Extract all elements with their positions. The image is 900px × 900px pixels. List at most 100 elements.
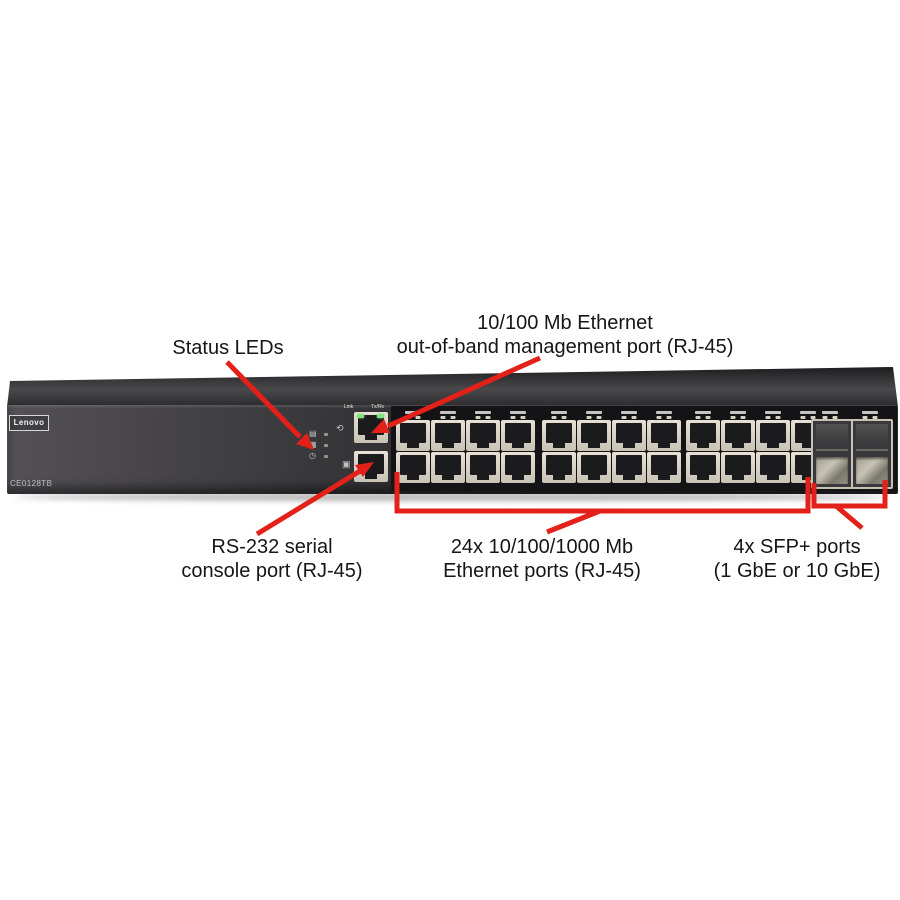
- rj45-port: [612, 420, 646, 451]
- port-led: [631, 416, 637, 419]
- rj45-port-column: [756, 410, 790, 484]
- port-led: [832, 416, 838, 419]
- port-led: [586, 416, 592, 419]
- port-number-text: [656, 411, 672, 414]
- sfp-cage-1: [811, 419, 853, 489]
- rj45-port: [647, 420, 681, 451]
- rj45-port: [431, 420, 465, 451]
- port-led: [485, 416, 491, 419]
- port-led: [695, 416, 701, 419]
- port-led: [561, 416, 567, 419]
- port-number-label: [612, 410, 646, 420]
- rj45-port: [501, 452, 535, 483]
- port-number-label: [862, 411, 878, 414]
- port-number-label: [756, 410, 790, 420]
- ethernet24-bracket-pointer: [546, 508, 601, 535]
- model-number-label: CE0128TB: [10, 479, 53, 488]
- rj45-port: [466, 452, 500, 483]
- sfp-port-label: [815, 410, 845, 420]
- sfp-port: [816, 457, 848, 484]
- rj45-port: [756, 420, 790, 451]
- port-led: [730, 416, 736, 419]
- port-led: [740, 416, 746, 419]
- rj45-port-column: [686, 410, 720, 484]
- port-led: [415, 416, 421, 419]
- rj45-port-column: [721, 410, 755, 484]
- mgmt-link-led: [357, 414, 364, 418]
- console-serial-port: [354, 451, 388, 482]
- rj45-port-group-3: [686, 410, 825, 484]
- rj45-port-column: [466, 410, 500, 484]
- sfp-bracket-pointer: [834, 504, 864, 530]
- port-number-text: [510, 411, 526, 414]
- port-number-label: [822, 411, 838, 414]
- rj45-port: [686, 452, 720, 483]
- port-number-label: [542, 410, 576, 420]
- rj45-port: [577, 420, 611, 451]
- drop-shadow: [16, 493, 888, 501]
- port-led: [475, 416, 481, 419]
- rj45-port-column: [577, 410, 611, 484]
- rj45-port: [396, 452, 430, 483]
- mgmt-link-led-label: Link: [344, 404, 354, 410]
- rj45-port: [647, 452, 681, 483]
- port-led: [862, 416, 868, 419]
- status-leds-label: Status LEDs: [103, 336, 353, 360]
- port-number-text: [695, 411, 711, 414]
- rj45-port: [577, 452, 611, 483]
- label-line: out-of-band management port (RJ-45): [396, 336, 734, 358]
- port-number-text: [765, 411, 781, 414]
- rj45-port: [721, 420, 755, 451]
- port-led: [822, 416, 828, 419]
- rj45-port: [686, 420, 720, 451]
- switch-chassis-top: [7, 367, 898, 407]
- rj45-port: [612, 452, 646, 483]
- label-line: Ethernet ports (RJ-45): [443, 560, 641, 582]
- port-led: [440, 416, 446, 419]
- rj45-port: [542, 420, 576, 451]
- label-line: 4x SFP+ ports: [733, 536, 861, 558]
- sfp-cage-2: [851, 419, 893, 489]
- fan-icon: ▦: [309, 440, 317, 449]
- mgmt-txrx-led-label: Tx/Rx: [371, 404, 385, 410]
- management-port-icon: ⟲: [336, 423, 344, 433]
- rj45-port-group-2: [542, 410, 681, 484]
- rj45-port-group-1: [396, 410, 535, 484]
- port-number-label: [396, 410, 430, 420]
- port-number-text: [621, 411, 637, 414]
- mgmt-port-label: 10/100 Mb Ethernet out-of-band managemen…: [372, 311, 758, 359]
- port-number-label: [721, 410, 755, 420]
- port-number-label: [647, 410, 681, 420]
- label-line: (1 GbE or 10 GbE): [713, 560, 881, 582]
- status-led: [324, 433, 328, 436]
- port-led: [666, 416, 672, 419]
- port-number-label: [791, 410, 825, 420]
- port-led: [405, 416, 411, 419]
- port-led: [872, 416, 878, 419]
- port-number-text: [475, 411, 491, 414]
- port-led: [656, 416, 662, 419]
- mgmt-txrx-led: [377, 414, 384, 418]
- port-led: [800, 416, 806, 419]
- label-line: console port (RJ-45): [181, 560, 363, 582]
- port-number-text: [586, 411, 602, 414]
- port-led: [450, 416, 456, 419]
- port-led: [810, 416, 816, 419]
- rj45-port-column: [396, 410, 430, 484]
- sfp-port: [856, 424, 888, 451]
- label-line: 24x 10/100/1000 Mb: [450, 536, 634, 558]
- rj45-port: [396, 420, 430, 451]
- port-number-text: [551, 411, 567, 414]
- lenovo-logo: Lenovo: [9, 415, 49, 431]
- port-number-text: [800, 411, 816, 414]
- sfp-ports-label: 4x SFP+ ports (1 GbE or 10 GbE): [672, 535, 900, 583]
- port-led: [775, 416, 781, 419]
- port-number-text: [440, 411, 456, 414]
- port-number-text: [405, 411, 421, 414]
- rj45-port: [431, 452, 465, 483]
- stack-icon: ▤: [309, 429, 317, 438]
- port-led: [621, 416, 627, 419]
- port-led: [596, 416, 602, 419]
- sfp-port-label: [855, 410, 885, 420]
